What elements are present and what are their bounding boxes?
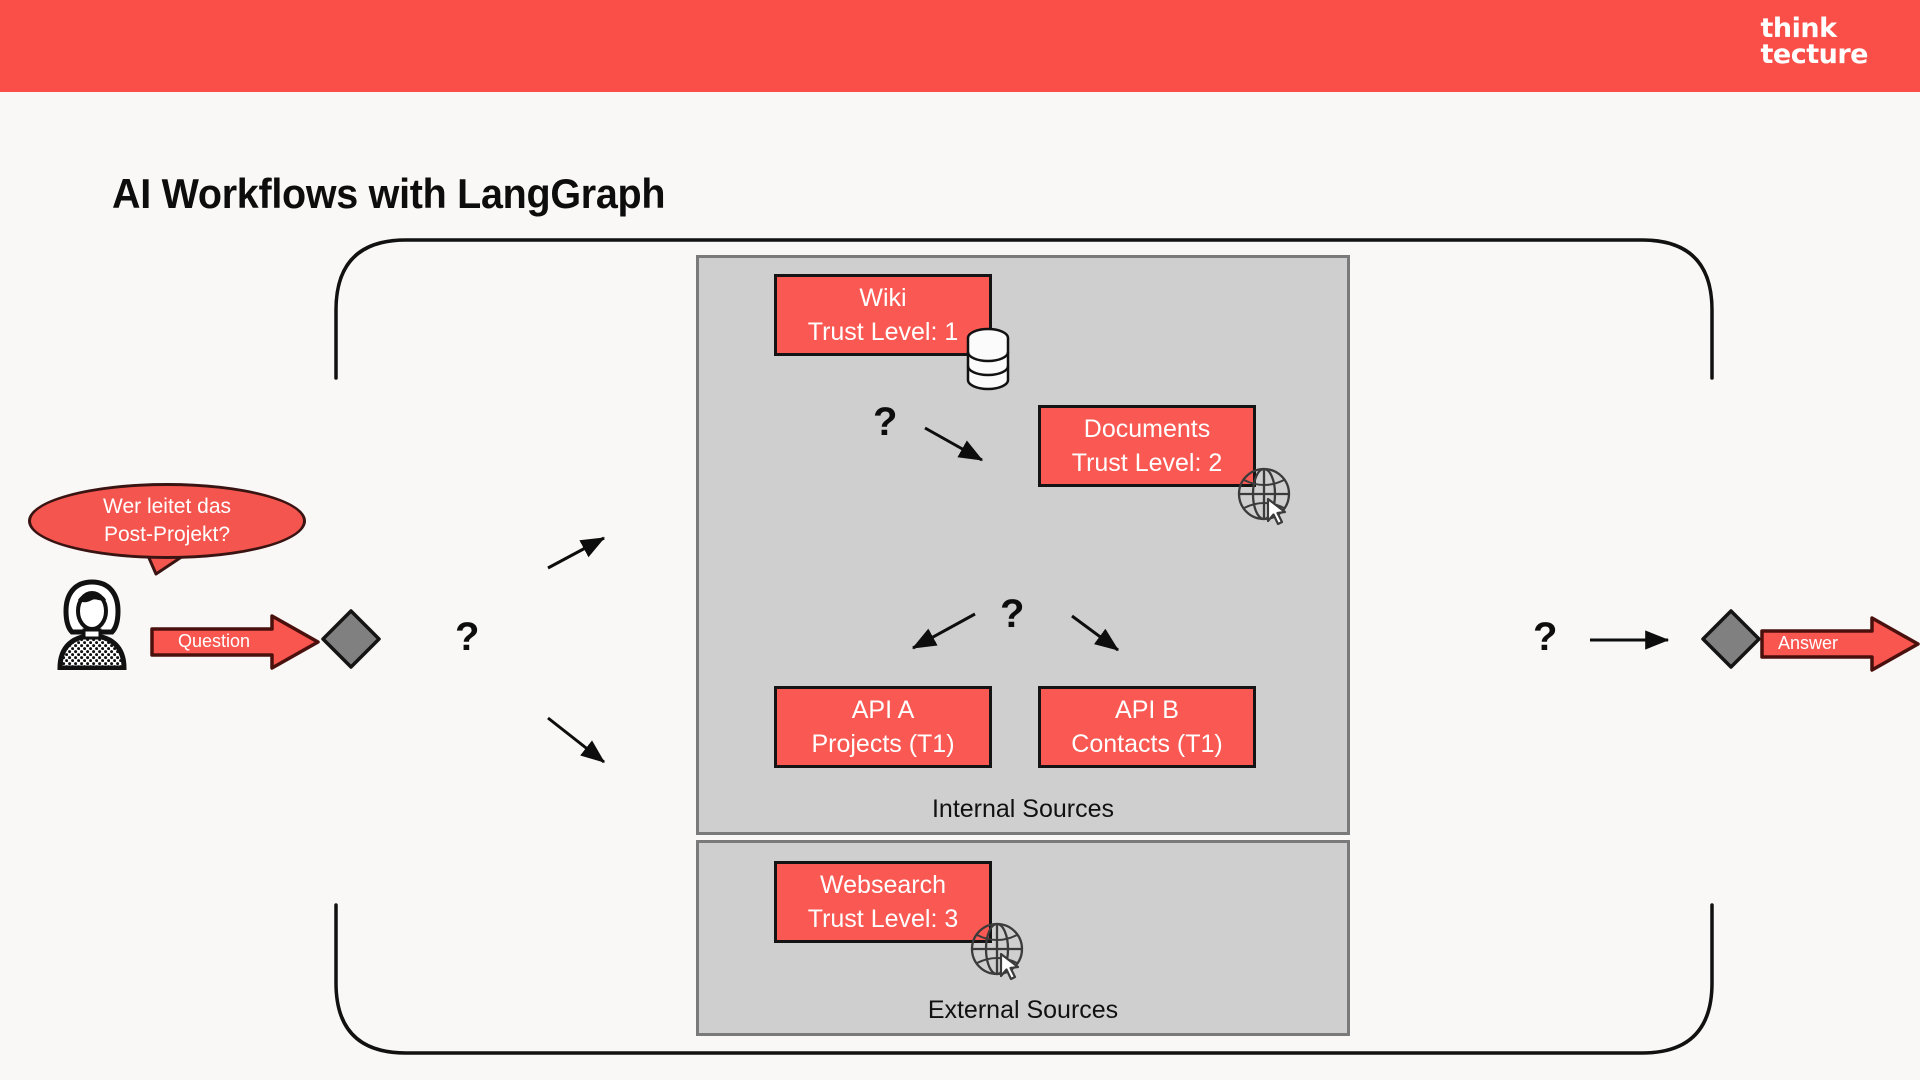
- logo-line-1: think: [1760, 13, 1838, 44]
- node-websearch[interactable]: Websearch Trust Level: 3: [774, 861, 992, 943]
- decision-diamond-input[interactable]: [320, 608, 382, 670]
- node-documents[interactable]: Documents Trust Level: 2: [1038, 405, 1256, 487]
- globe-cursor-icon: [1237, 467, 1291, 526]
- group-external-label: External Sources: [927, 996, 1119, 1024]
- node-api-a[interactable]: API A Projects (T1): [774, 686, 992, 768]
- question-mark-api-branch: ?: [1000, 592, 1025, 636]
- node-api-b[interactable]: API B Contacts (T1): [1038, 686, 1256, 768]
- question-block-arrow[interactable]: [150, 613, 320, 671]
- node-wiki[interactable]: Wiki Trust Level: 1: [774, 274, 992, 356]
- question-arrow-label: Question: [178, 631, 251, 651]
- group-internal-label: Internal Sources: [931, 795, 1115, 823]
- question-mark-router-right: ?: [1533, 615, 1558, 659]
- person-icon: [57, 579, 127, 670]
- logo-line-2: tecture: [1760, 39, 1869, 70]
- arrow-router-down: [547, 716, 605, 764]
- answer-arrow-label: Answer: [1778, 633, 1839, 653]
- question-mark-wiki-branch: ?: [873, 400, 898, 444]
- page-title: AI Workflows with LangGraph: [112, 170, 666, 217]
- user-speech-bubble: Wer leitet das Post-Projekt?: [28, 483, 306, 559]
- database-icon: [966, 327, 1010, 391]
- answer-block-arrow[interactable]: [1760, 615, 1920, 673]
- decision-diamond-output[interactable]: [1700, 608, 1762, 670]
- globe-cursor-icon: [970, 922, 1024, 981]
- arrow-router-up: [547, 536, 606, 570]
- question-mark-router-left: ?: [455, 615, 480, 659]
